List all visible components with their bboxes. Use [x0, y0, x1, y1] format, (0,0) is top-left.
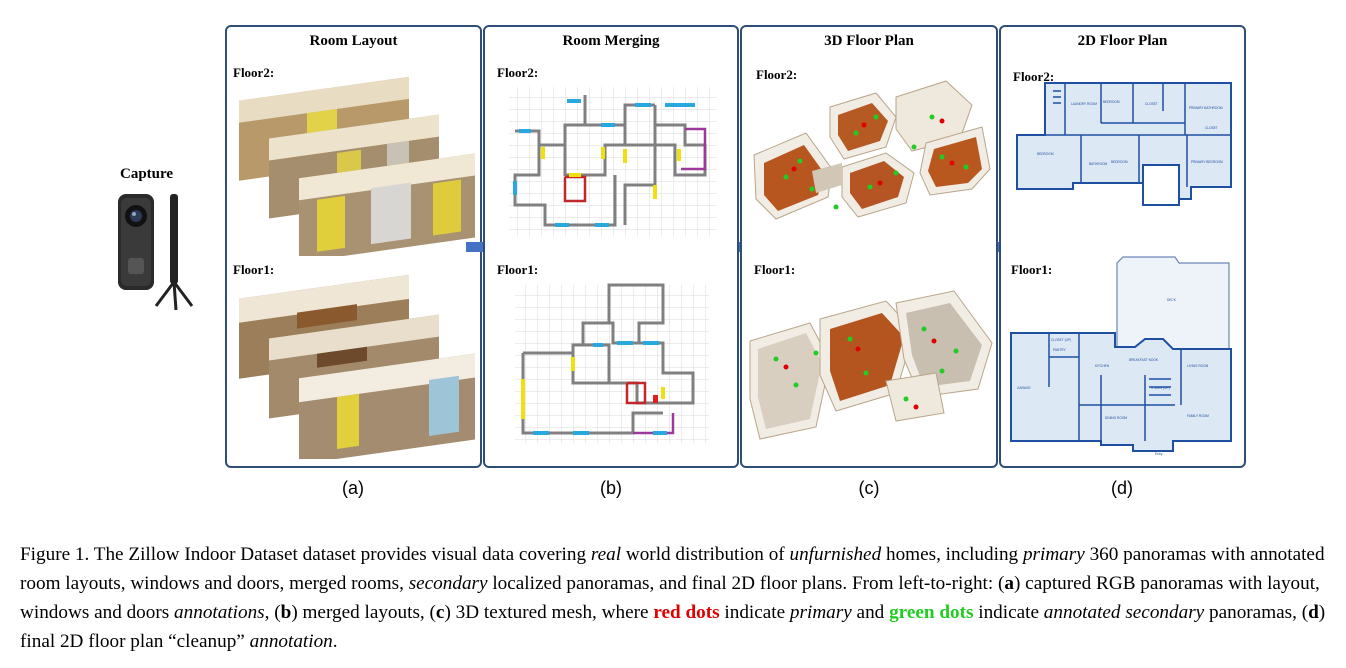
panorama-stack-floor1: [239, 274, 475, 459]
svg-text:LAUNDRY ROOM: LAUNDRY ROOM: [1071, 102, 1097, 106]
red-dots-text: red dots: [653, 602, 720, 623]
svg-text:FAMILY ROOM: FAMILY ROOM: [1187, 414, 1209, 418]
merged-layout-floor1: [515, 283, 709, 443]
merged-layout-floor2: [509, 87, 717, 237]
svg-text:PANTRY: PANTRY: [1053, 348, 1067, 352]
floor2-label: Floor2:: [1013, 69, 1055, 84]
svg-text:CLOSET: CLOSET: [1145, 102, 1158, 106]
panel-room-layout: Room Layout Floor2: Floor1:: [225, 25, 482, 468]
floor2-label: Floor2:: [756, 67, 798, 82]
sublabel-c: (c): [858, 478, 880, 498]
textured-mesh-floor1: [749, 290, 993, 440]
floor-plan-floor2: BEDROOM BEDROOM LAUNDRY ROOM CLOSET PRIMARY…: [1016, 82, 1232, 206]
panel-3d-floor-plan: 3D Floor Plan Floor2: Floor1:: [740, 25, 998, 468]
svg-text:DECK: DECK: [1167, 298, 1177, 302]
floor1-label: Floor1:: [754, 262, 796, 277]
svg-text:BREAKFAST NOOK: BREAKFAST NOOK: [1129, 358, 1159, 362]
figure-caption: Figure 1. The Zillow Indoor Dataset data…: [20, 544, 1326, 652]
sublabel-b: (b): [600, 478, 622, 498]
svg-text:Entry: Entry: [1155, 452, 1163, 456]
sublabel-d: (d): [1111, 478, 1133, 498]
svg-text:BEDROOM: BEDROOM: [1103, 100, 1120, 104]
green-dots-text: green dots: [889, 602, 974, 623]
panel-title: Room Merging: [562, 33, 660, 49]
panel-room-merging: Room Merging Floor2: Floor1:: [483, 25, 739, 468]
svg-text:BEDROOM: BEDROOM: [1037, 152, 1054, 156]
floor1-label: Floor1:: [1011, 262, 1053, 277]
svg-text:GARAGE: GARAGE: [1017, 386, 1031, 390]
svg-text:BATHROOM: BATHROOM: [1089, 162, 1108, 166]
svg-text:CLOSET (UP): CLOSET (UP): [1051, 338, 1071, 342]
svg-text:STAIRS (UP): STAIRS (UP): [1151, 386, 1170, 390]
floor1-label: Floor1:: [497, 262, 539, 277]
floor2-label: Floor2:: [497, 65, 539, 80]
svg-text:CLOSET: CLOSET: [1205, 126, 1218, 130]
floor2-label: Floor2:: [233, 65, 275, 80]
panel-title: 2D Floor Plan: [1077, 33, 1168, 49]
panorama-stack-floor2: [239, 76, 475, 256]
svg-text:LIVING ROOM: LIVING ROOM: [1187, 364, 1209, 368]
svg-text:DINING ROOM: DINING ROOM: [1105, 416, 1127, 420]
textured-mesh-floor2: [753, 80, 991, 220]
svg-text:PRIMARY BATHROOM: PRIMARY BATHROOM: [1189, 106, 1223, 110]
sublabel-a: (a): [342, 478, 364, 498]
panel-title: Room Layout: [309, 33, 398, 49]
svg-text:PRIMARY BEDROOM: PRIMARY BEDROOM: [1191, 160, 1223, 164]
floor-plan-floor1: DECK CLOSET (UP) PANTRY GARAGE KITCHEN BREAK…: [1010, 256, 1232, 456]
svg-text:BEDROOM: BEDROOM: [1111, 160, 1128, 164]
capture-label: Capture: [120, 166, 174, 182]
panel-title: 3D Floor Plan: [824, 33, 914, 49]
floor1-label: Floor1:: [233, 262, 275, 277]
camera-icon: [118, 194, 194, 311]
svg-text:KITCHEN: KITCHEN: [1095, 364, 1110, 368]
